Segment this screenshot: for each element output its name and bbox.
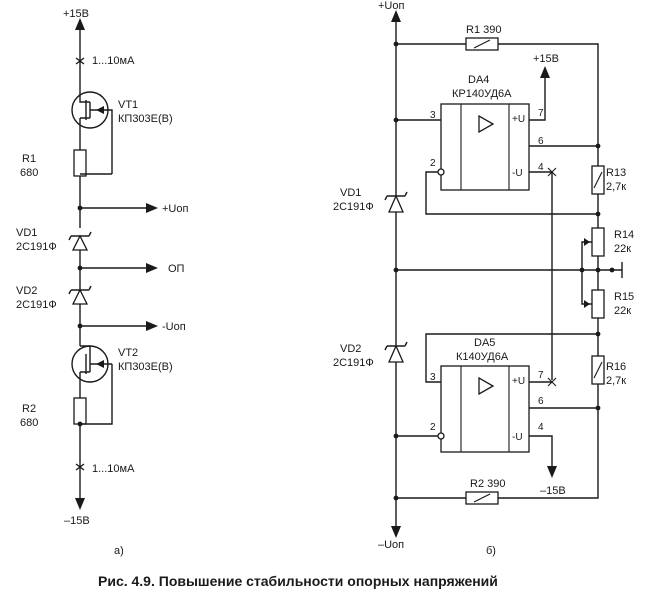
current-top-label: 1...10мА xyxy=(92,55,135,67)
opamp-triangle-icon xyxy=(478,376,495,396)
supply-arrow-up-icon xyxy=(75,18,85,30)
r2-name: R2 xyxy=(22,403,36,415)
opamp-triangle-icon xyxy=(478,114,495,134)
resistor-r1: R1 680 xyxy=(20,149,87,179)
da5-type: К140УД6А xyxy=(456,351,509,363)
resistor-r13: R13 2,7к xyxy=(591,165,626,195)
opamp-da5: DA5 К140УД6А 3 2 +U -U 7 6 4 –15В xyxy=(430,337,566,497)
da4-pin3: 3 xyxy=(430,110,436,121)
da4-supply-arrow-icon xyxy=(540,66,550,78)
r1b-label: R1 390 xyxy=(466,24,501,36)
da5-name: DA5 xyxy=(474,337,495,349)
out-neg-arrow-icon xyxy=(146,321,158,331)
out-neg-label: -Uоп xyxy=(162,321,186,333)
supply-bottom-label: –15В xyxy=(64,515,90,527)
da5-pin3: 3 xyxy=(430,372,436,383)
out-pos-arrow-icon xyxy=(146,203,158,213)
da5-supply-arrow-icon xyxy=(547,466,557,478)
da5-vplus: +U xyxy=(512,376,525,387)
da4-supply: +15В xyxy=(533,53,559,65)
vd2-type: 2С191Ф xyxy=(16,299,57,311)
resistor-r14: R14 22к xyxy=(591,227,634,257)
transistor-vt2: VT2 КП303Е(В) xyxy=(71,345,173,383)
da5-supply: –15В xyxy=(540,485,566,497)
vd2b-name: VD2 xyxy=(340,343,361,355)
da4-pin2: 2 xyxy=(430,158,436,169)
da4-pin4: 4 xyxy=(538,162,544,173)
vd1-name: VD1 xyxy=(16,227,37,239)
vt2-name: VT2 xyxy=(118,347,138,359)
out-ref-arrow-icon xyxy=(146,263,158,273)
r13-name: R13 xyxy=(606,167,626,179)
zener-vd2b: VD2 2С191Ф xyxy=(333,341,408,369)
r15-name: R15 xyxy=(614,291,634,303)
resistor-r16: R16 2,7к xyxy=(591,355,626,387)
da5-vminus: -U xyxy=(512,432,523,443)
vd2b-type: 2С191Ф xyxy=(333,357,374,369)
transistor-vt1: VT1 КП303Е(В) xyxy=(71,91,173,174)
r2b-label: R2 390 xyxy=(470,478,505,490)
r16-name: R16 xyxy=(606,361,626,373)
wiper-arrow-icon xyxy=(584,238,590,246)
out-ref-label: ОП xyxy=(168,263,185,275)
supply-top-label: +15В xyxy=(63,8,89,20)
current-bottom-label: 1...10мА xyxy=(92,463,135,475)
out-pos-label: +Uоп xyxy=(162,203,188,215)
r14-value: 22к xyxy=(614,243,631,255)
r14-name: R14 xyxy=(614,229,634,241)
da4-pin7: 7 xyxy=(538,108,544,119)
rail-top-arrow-icon xyxy=(391,10,401,22)
da5-pin7: 7 xyxy=(538,370,544,381)
resistor-r15: R15 22к xyxy=(591,289,634,319)
resistor-r2: R2 680 xyxy=(20,397,87,429)
vt2-type: КП303Е(В) xyxy=(118,361,173,373)
r13-value: 2,7к xyxy=(606,181,626,193)
circuit-b-sublabel: б) xyxy=(486,545,496,557)
r1-value: 680 xyxy=(20,167,38,179)
zener-vd1b: VD1 2С191Ф xyxy=(333,187,408,213)
zener-vd1: VD1 2С191Ф xyxy=(16,227,92,253)
vt1-name: VT1 xyxy=(118,99,138,111)
da5-pin2: 2 xyxy=(430,422,436,433)
da4-type: КР140УД6А xyxy=(452,88,512,100)
r16-value: 2,7к xyxy=(606,375,626,387)
current-marker-icon xyxy=(75,463,85,471)
fet-gate-arrow-icon xyxy=(96,360,104,368)
circuit-a-sublabel: а) xyxy=(114,545,124,557)
vd1b-name: VD1 xyxy=(340,187,361,199)
rail-bottom-label: –Uоп xyxy=(378,539,404,551)
r1-name: R1 xyxy=(22,153,36,165)
r2-value: 680 xyxy=(20,417,38,429)
r15-value: 22к xyxy=(614,305,631,317)
circuit-a: +15В 1...10мА VT1 КП303Е(В) R1 680 +Uоп xyxy=(16,8,188,557)
fet-gate-arrow-icon xyxy=(96,106,104,114)
resistor-r1b: R1 390 xyxy=(465,24,501,51)
circuit-b: +Uоп –Uоп R1 390 DA4 КР140УД6А 3 2 +U -U… xyxy=(333,0,634,557)
da5-pin6: 6 xyxy=(538,396,544,407)
wiper-arrow-icon xyxy=(584,300,590,308)
da5-pin4: 4 xyxy=(538,422,544,433)
vd2-name: VD2 xyxy=(16,285,37,297)
da4-pin6: 6 xyxy=(538,136,544,147)
rail-top-label: +Uоп xyxy=(378,0,404,12)
da4-name: DA4 xyxy=(468,74,489,86)
figure-caption: Рис. 4.9. Повышение стабильности опорных… xyxy=(98,573,498,589)
vd1-type: 2С191Ф xyxy=(16,241,57,253)
da4-vplus: +U xyxy=(512,114,525,125)
supply-arrow-down-icon xyxy=(75,498,85,510)
resistor-r2b: R2 390 xyxy=(465,478,505,505)
rail-bottom-arrow-icon xyxy=(391,526,401,538)
vd1b-type: 2С191Ф xyxy=(333,201,374,213)
da4-vminus: -U xyxy=(512,168,523,179)
opamp-da4: DA4 КР140УД6А 3 2 +U -U 7 6 4 +15В xyxy=(430,53,559,191)
zener-vd2: VD2 2С191Ф xyxy=(16,285,92,311)
vt1-type: КП303Е(В) xyxy=(118,113,173,125)
